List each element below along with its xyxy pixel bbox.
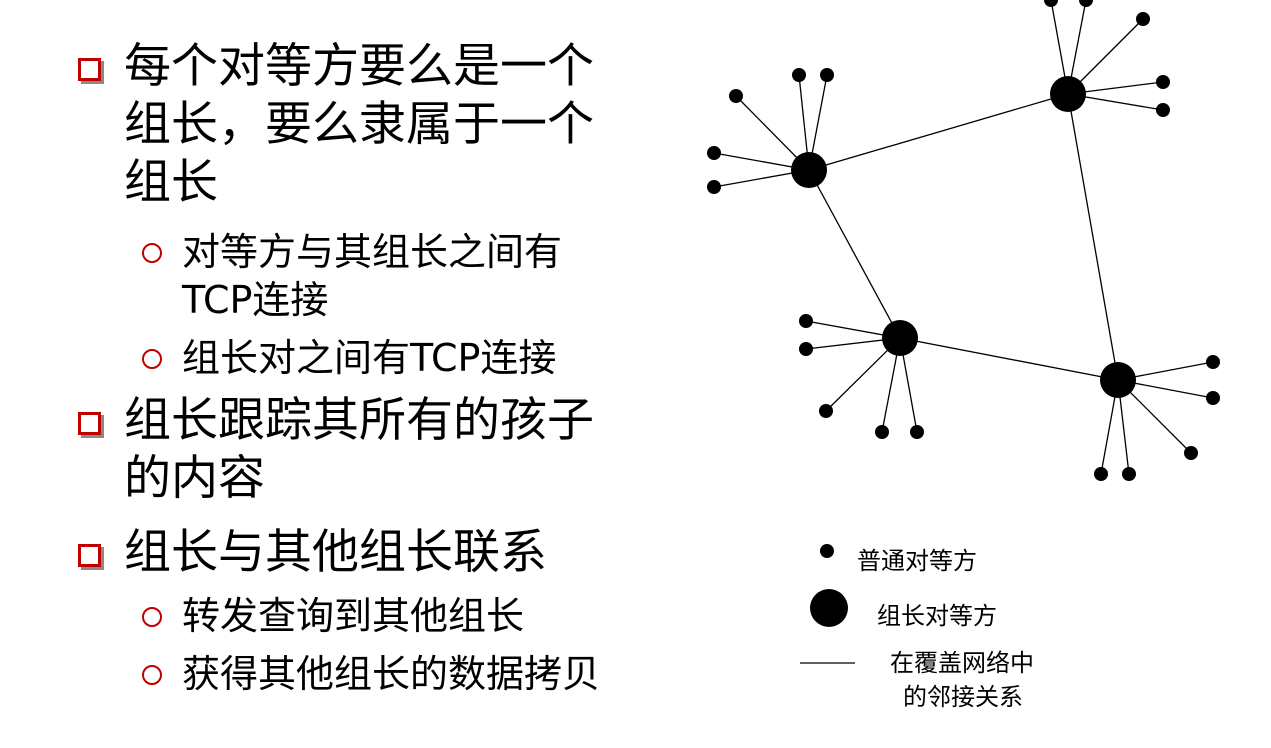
- ordinary-peer-node: [819, 404, 833, 418]
- leader-link: [808, 93, 1069, 171]
- ordinary-peer-node: [729, 89, 743, 103]
- ordinary-peer-node: [820, 68, 834, 82]
- legend-group-leader-symbol: [810, 589, 848, 627]
- ordinary-peers: [707, 0, 1220, 481]
- ordinary-peer-node: [1079, 0, 1093, 7]
- square-bullet-icon: [78, 544, 101, 567]
- circle-bullet-icon: [142, 665, 162, 685]
- bullet-leader-contacts-leaders: 组长与其他组长联系: [72, 524, 672, 582]
- bullet-leader-membership: 每个对等方要么是一个 组长，要么隶属于一个 组长: [72, 38, 672, 212]
- subbullet-line: 对等方与其组长之间有: [182, 230, 563, 274]
- ordinary-peer-node: [910, 425, 924, 439]
- leader-link: [899, 337, 1119, 381]
- network-links: [713, 0, 1214, 475]
- bullet-line: 组长，要么隶属于一个: [124, 97, 594, 152]
- ordinary-peer-node: [799, 314, 813, 328]
- group-leaders: [791, 76, 1136, 398]
- ordinary-peer-node: [1206, 355, 1220, 369]
- bullet-line: 组长: [124, 155, 218, 210]
- ordinary-peer-node: [1122, 467, 1136, 481]
- subbullet-line: 获得其他组长的数据拷贝: [182, 652, 601, 696]
- circle-bullet-icon: [142, 349, 162, 369]
- ordinary-peer-node: [875, 425, 889, 439]
- ordinary-peer-node: [707, 146, 721, 160]
- bullet-line: 每个对等方要么是一个: [124, 39, 594, 94]
- subbullet-line: 转发查询到其他组长: [182, 594, 525, 638]
- group-leader-node: [791, 152, 827, 188]
- square-bullet-icon: [78, 58, 101, 81]
- leader-link: [1067, 93, 1119, 381]
- ordinary-peer-node: [1156, 103, 1170, 117]
- group-leader-node: [882, 320, 918, 356]
- subbullet-get-data-copies: 获得其他组长的数据拷贝: [72, 650, 672, 698]
- ordinary-peer-node: [1156, 75, 1170, 89]
- square-bullet-icon: [78, 412, 101, 435]
- bullet-line: 组长与其他组长联系: [124, 525, 547, 580]
- group-leader-node: [1050, 76, 1086, 112]
- subbullet-line: TCP连接: [182, 278, 329, 322]
- circle-bullet-icon: [142, 607, 162, 627]
- legend-ordinary-peer-label: 普通对等方: [857, 547, 977, 575]
- group-leader-node: [1100, 362, 1136, 398]
- subbullet-leader-pairs-tcp: 组长对之间有TCP连接: [72, 334, 672, 382]
- bullet-line: 的内容: [124, 451, 265, 506]
- ordinary-peer-node: [799, 342, 813, 356]
- ordinary-peer-node: [1184, 446, 1198, 460]
- bullet-leader-tracks-children: 组长跟踪其所有的孩子 的内容: [72, 392, 672, 508]
- ordinary-peer-node: [792, 68, 806, 82]
- leader-link: [808, 169, 901, 339]
- subbullet-line: 组长对之间有TCP连接: [182, 336, 557, 380]
- legend-group-leader-label: 组长对等方: [877, 602, 997, 630]
- ordinary-peer-node: [1094, 467, 1108, 481]
- ordinary-peer-node: [1206, 391, 1220, 405]
- ordinary-peer-node: [707, 180, 721, 194]
- legend-neighbor-label-line2: 的邻接关系: [903, 683, 1023, 711]
- circle-bullet-icon: [142, 243, 162, 263]
- ordinary-peer-node: [1044, 0, 1058, 7]
- bullet-line: 组长跟踪其所有的孩子: [124, 393, 594, 448]
- subbullet-forward-queries: 转发查询到其他组长: [72, 592, 672, 640]
- legend-ordinary-peer-symbol: [820, 544, 834, 558]
- bullet-list: 每个对等方要么是一个 组长，要么隶属于一个 组长 对等方与其组长之间有 TCP连…: [72, 38, 672, 698]
- subbullet-peer-leader-tcp: 对等方与其组长之间有 TCP连接: [72, 228, 672, 324]
- legend-neighbor-label-line1: 在覆盖网络中: [890, 649, 1034, 677]
- ordinary-peer-node: [1136, 12, 1150, 26]
